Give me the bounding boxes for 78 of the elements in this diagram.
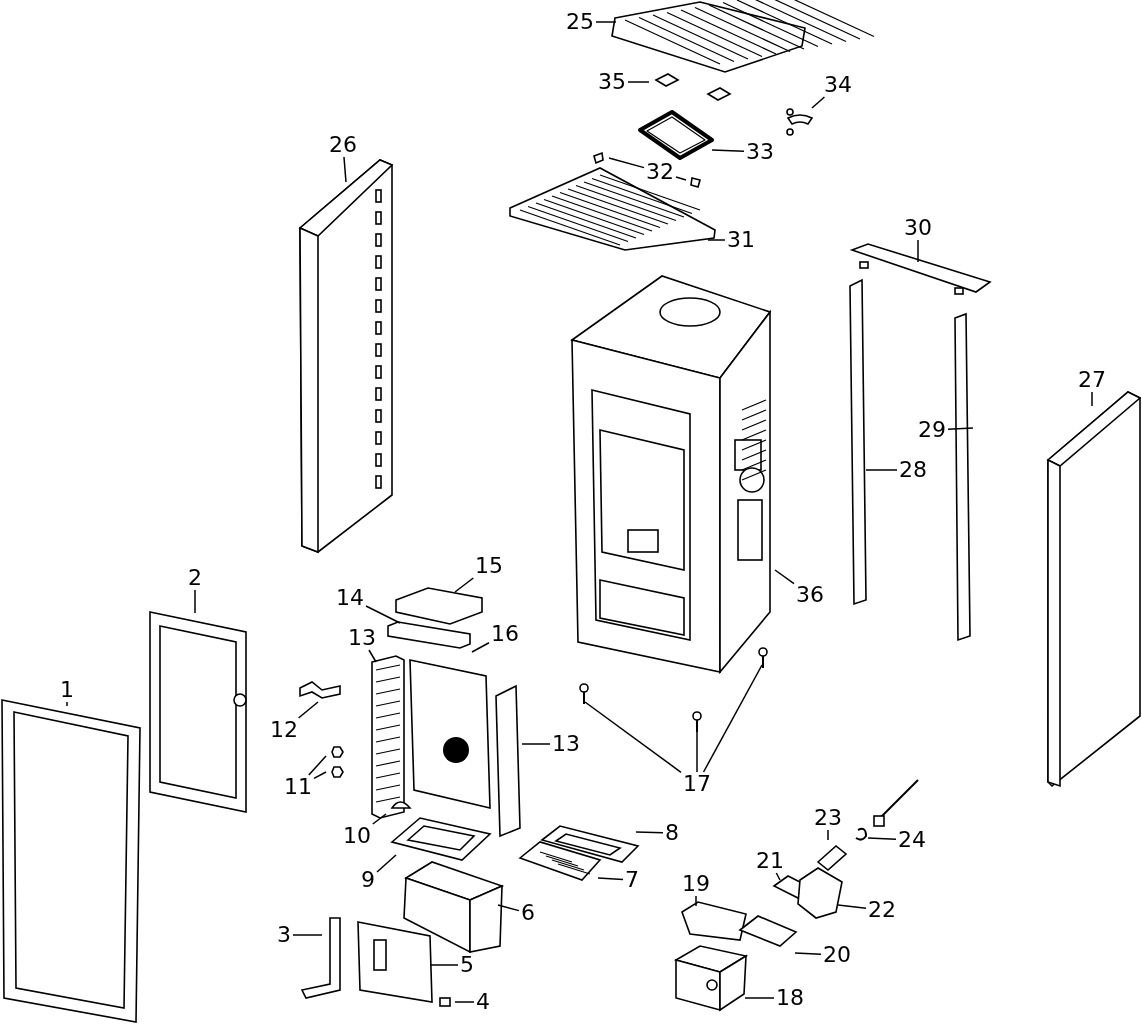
- leader-line: [313, 771, 327, 780]
- callout-number: 32: [646, 161, 674, 183]
- leader-line: [292, 934, 323, 936]
- callout-number: 27: [1078, 369, 1106, 391]
- callout-number: 21: [756, 850, 784, 872]
- callout-number: 19: [682, 873, 710, 895]
- leader-line: [584, 701, 682, 774]
- leader-line: [696, 729, 698, 773]
- leader-line: [595, 21, 617, 23]
- leader-line: [365, 605, 401, 624]
- callout-number: 34: [824, 74, 852, 96]
- leader-line: [521, 743, 551, 745]
- leader-line: [775, 872, 781, 881]
- leader-line: [702, 664, 763, 773]
- leader-line: [297, 701, 319, 719]
- callout-number: 36: [796, 584, 824, 606]
- callout-number: 20: [823, 944, 851, 966]
- leader-line: [744, 997, 775, 999]
- leader-line: [308, 755, 327, 776]
- leader-line: [343, 156, 347, 183]
- callout-number: 13: [348, 627, 376, 649]
- callout-number: 14: [336, 587, 364, 609]
- leader-line: [917, 239, 919, 263]
- callout-number: 31: [727, 229, 755, 251]
- callout-number: 3: [277, 924, 291, 946]
- callout-number: 13: [552, 733, 580, 755]
- callout-number: 22: [868, 899, 896, 921]
- callout-number: 35: [598, 71, 626, 93]
- callout-number: 16: [491, 623, 519, 645]
- callout-number: 7: [625, 869, 639, 891]
- leader-line: [837, 904, 867, 909]
- leader-line: [194, 589, 196, 614]
- callout-number: 2: [188, 567, 202, 589]
- callout-number: 9: [361, 869, 375, 891]
- leader-line: [827, 829, 829, 841]
- callout-number: 33: [746, 141, 774, 163]
- callout-number: 5: [460, 954, 474, 976]
- leader-line: [794, 952, 822, 955]
- leader-line: [454, 1001, 475, 1003]
- leader-line: [376, 854, 397, 873]
- leader-line: [372, 813, 387, 825]
- callout-number: 6: [521, 902, 535, 924]
- leader-line: [66, 701, 68, 707]
- leader-line: [429, 964, 459, 966]
- leader-line: [811, 96, 826, 109]
- leader-line: [867, 837, 897, 840]
- callout-number: 29: [918, 419, 946, 441]
- leader-line: [675, 176, 687, 181]
- callout-number: 23: [814, 807, 842, 829]
- callout-number: 11: [284, 776, 312, 798]
- callout-number: 10: [343, 825, 371, 847]
- leader-line: [368, 649, 377, 663]
- leader-line: [497, 904, 520, 912]
- leader-line: [707, 239, 726, 241]
- callout-number: 26: [329, 134, 357, 156]
- leader-line: [608, 157, 645, 169]
- callout-number: 30: [904, 217, 932, 239]
- callout-number: 12: [270, 719, 298, 741]
- leader-line: [454, 577, 475, 593]
- callout-number: 18: [776, 987, 804, 1009]
- leader-line: [471, 642, 490, 653]
- callout-number: 4: [476, 991, 490, 1013]
- leader-line: [695, 895, 697, 907]
- leader-line: [947, 427, 974, 430]
- callout-number: 25: [566, 11, 594, 33]
- callout-number: 15: [475, 555, 503, 577]
- leader-line: [711, 149, 745, 153]
- callout-number: 24: [898, 829, 926, 851]
- callout-number: 1: [60, 679, 74, 701]
- leader-line: [635, 831, 664, 834]
- callout-number: 28: [899, 459, 927, 481]
- leader-line: [597, 877, 624, 881]
- leader-line: [774, 569, 795, 585]
- callout-number: 17: [683, 773, 711, 795]
- leader-line: [1091, 391, 1093, 407]
- leader-line: [627, 81, 650, 83]
- leader-line: [865, 469, 898, 471]
- callout-number: 8: [665, 822, 679, 844]
